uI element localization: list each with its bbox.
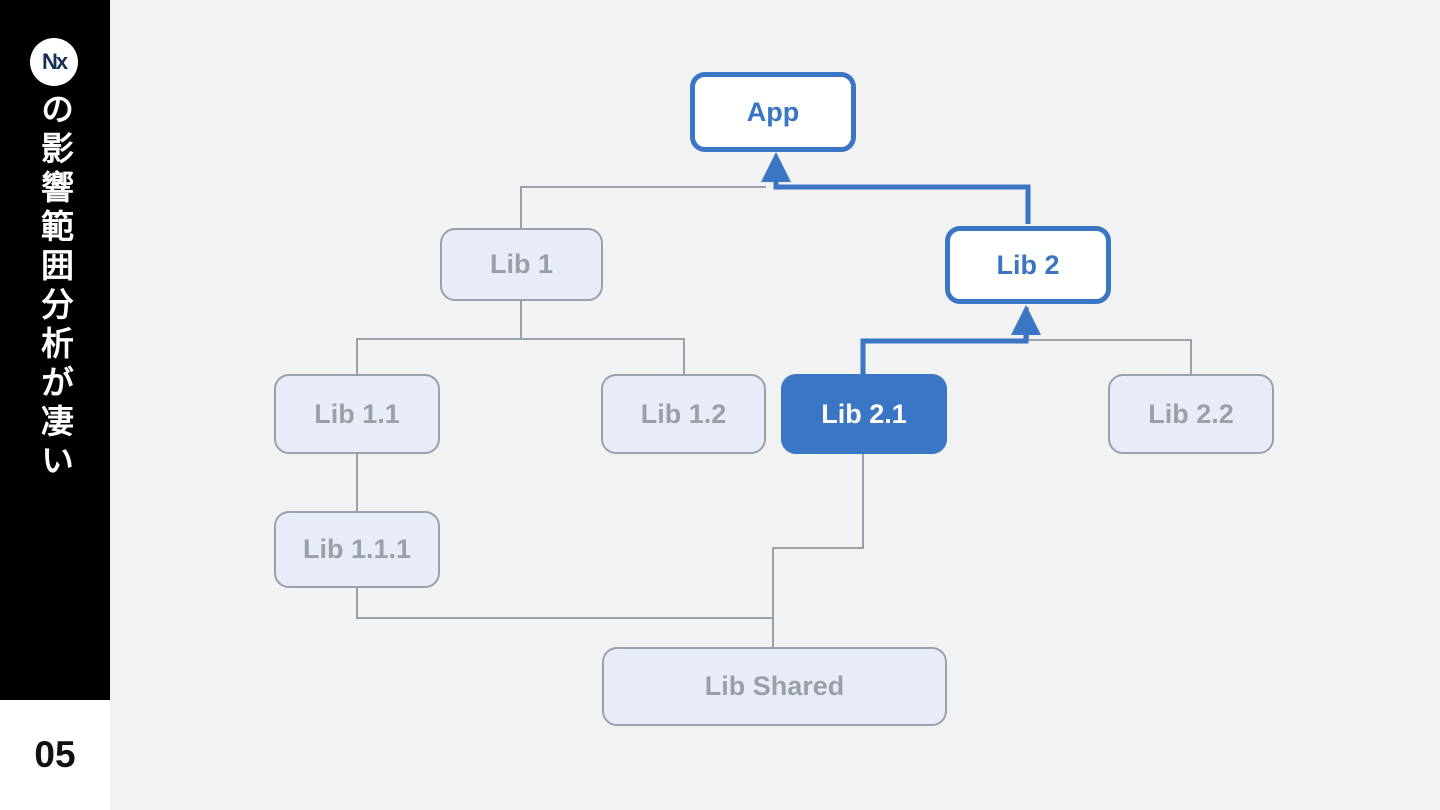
edge-lib21-shared — [772, 454, 864, 647]
node-lib-1-2: Lib 1.2 — [601, 374, 766, 454]
node-lib-shared: Lib Shared — [602, 647, 947, 726]
node-lib-1-1: Lib 1.1 — [274, 374, 440, 454]
edge-lib2-app-highlight — [773, 175, 1031, 224]
page-number-box: 05 — [0, 700, 110, 810]
node-label: Lib 1.1.1 — [302, 534, 412, 564]
node-label: Lib Shared — [704, 671, 845, 701]
arrowhead-into-app — [761, 152, 791, 182]
node-lib-2: Lib 2 — [945, 226, 1111, 304]
sidebar-vertical-title: の影響範囲分析が凄い — [36, 92, 74, 482]
node-label: Lib 2.1 — [821, 398, 907, 429]
sidebar: Nx の影響範囲分析が凄い — [0, 0, 110, 700]
node-label: Lib 1 — [489, 249, 553, 279]
node-lib-2-1: Lib 2.1 — [781, 374, 947, 454]
edge-lib1-children — [356, 301, 685, 374]
nx-logo-text: Nx — [41, 49, 68, 74]
edge-app-lib1 — [520, 186, 766, 228]
node-lib-1: Lib 1 — [440, 228, 603, 301]
edge-lib2-lib22 — [1027, 307, 1192, 374]
nx-logo-icon: Nx — [30, 38, 78, 86]
page-number: 05 — [34, 734, 76, 775]
node-label: Lib 1.1 — [314, 398, 400, 429]
node-label: App — [746, 96, 800, 127]
node-app: App — [690, 72, 856, 152]
node-label: Lib 2.2 — [1148, 398, 1234, 429]
node-lib-2-2: Lib 2.2 — [1108, 374, 1274, 454]
edge-lib111-shared — [356, 588, 773, 619]
arrowhead-into-lib2 — [1011, 305, 1041, 335]
edge-lib21-lib2-highlight — [860, 328, 1029, 376]
node-label: Lib 2 — [996, 249, 1060, 280]
node-lib-1-1-1: Lib 1.1.1 — [274, 511, 440, 588]
node-label: Lib 1.2 — [640, 398, 727, 429]
